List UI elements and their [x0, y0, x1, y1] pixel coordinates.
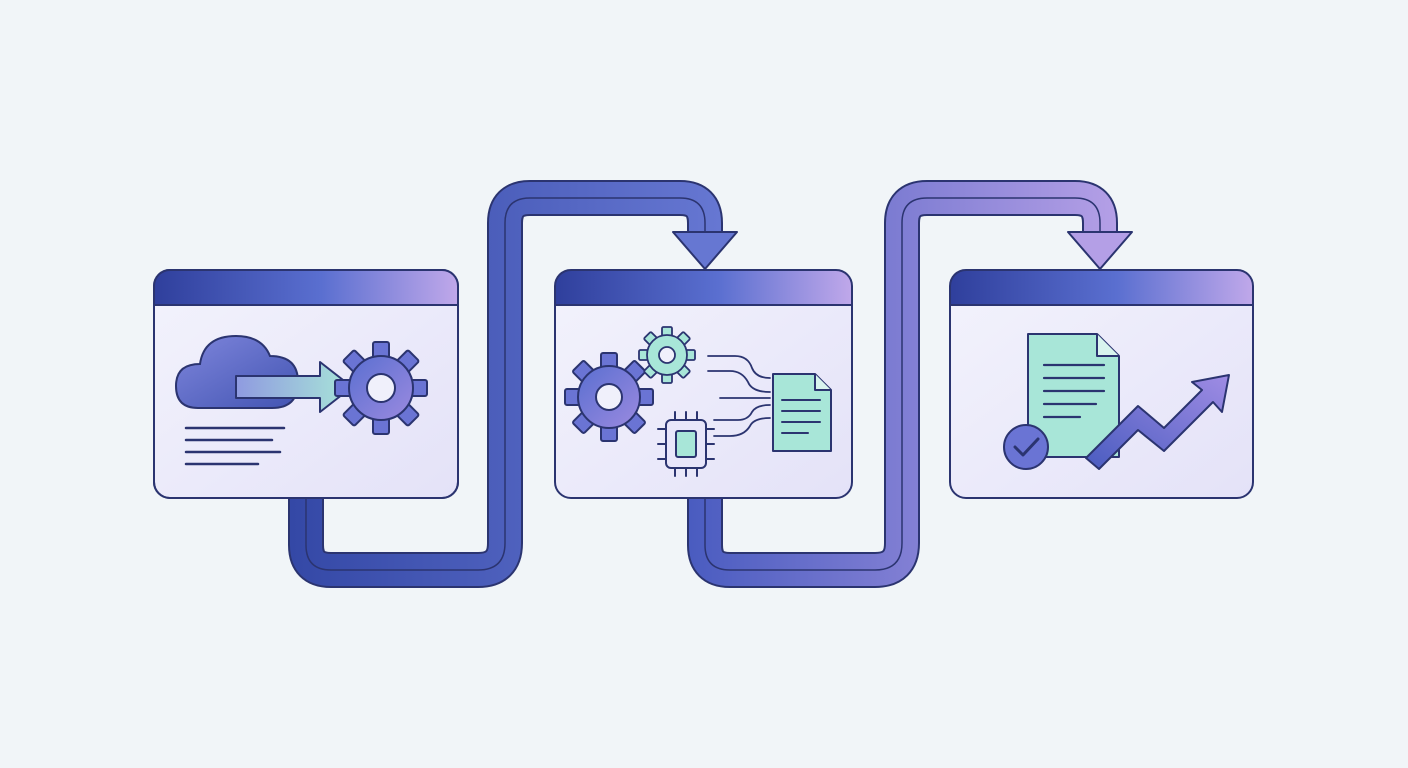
arrow-right-icon: [235, 361, 353, 413]
connector-1: [288, 180, 738, 588]
gear-small-icon: [638, 326, 696, 384]
step-2-window: [554, 269, 853, 499]
data-flow-lines: [707, 355, 771, 437]
gear-icon: [334, 341, 428, 435]
connector-1-arrowhead: [672, 231, 738, 270]
chip-icon: [657, 411, 715, 477]
step-1-window: [153, 269, 459, 499]
connector-2: [687, 180, 1133, 588]
connector-2-arrowhead: [1067, 231, 1133, 270]
trend-up-arrow-icon: [1085, 374, 1230, 470]
text-lines: [184, 426, 286, 466]
document-icon: [772, 373, 832, 452]
step-3-window: [949, 269, 1254, 499]
gear-large-icon: [564, 352, 654, 442]
checkmark-icon: [1003, 424, 1049, 470]
